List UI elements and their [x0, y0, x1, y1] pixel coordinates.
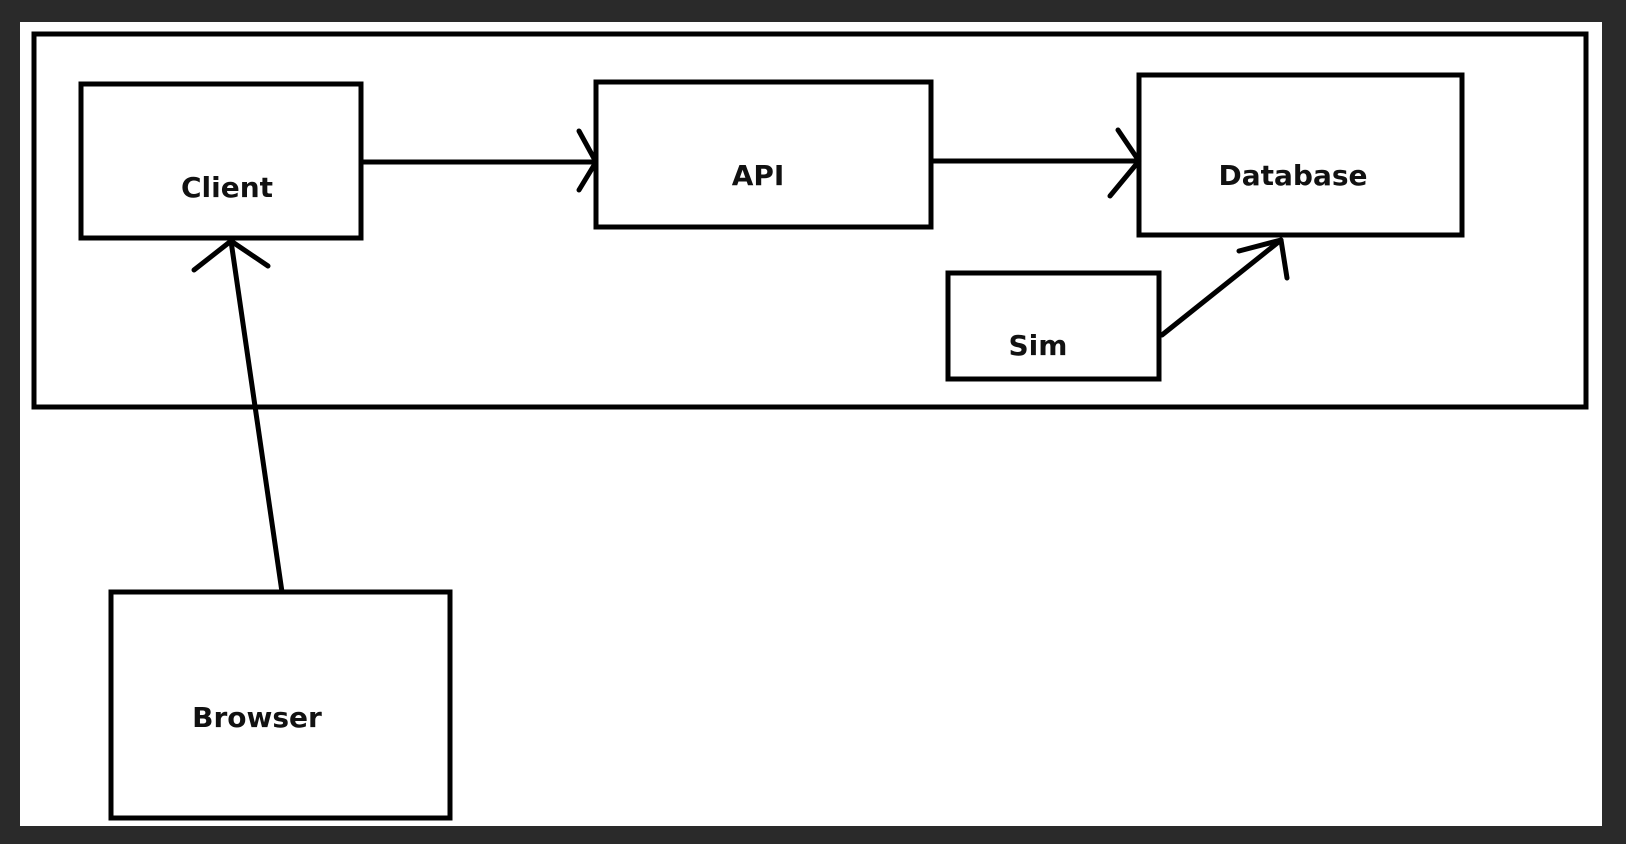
architecture-diagram: Client API Database Sim Browser: [31, 31, 1589, 821]
node-api-box: [593, 79, 934, 230]
node-sim-label: Sim: [1009, 329, 1068, 362]
arrow-browser-to-client: [191, 238, 285, 595]
node-client: Client: [78, 81, 364, 241]
node-client-box: [78, 81, 364, 241]
system-boundary: [31, 31, 1589, 410]
node-api: API: [593, 79, 934, 230]
node-api-label: API: [732, 159, 785, 192]
arrow-browser-to-client-line: [228, 238, 285, 595]
node-sim-box: [945, 270, 1162, 382]
arrow-api-to-database: [928, 127, 1142, 199]
arrow-browser-to-client-head: [191, 238, 271, 273]
arrow-api-to-database-head: [1107, 127, 1142, 199]
arrow-sim-to-database-line: [1159, 237, 1284, 338]
diagram-canvas: Client API Database Sim Browser: [20, 22, 1602, 826]
node-browser: Browser: [108, 589, 453, 821]
arrow-client-to-api: [358, 128, 599, 193]
node-database: Database: [1136, 72, 1465, 238]
arrow-sim-to-database-head: [1236, 237, 1290, 281]
node-sim: Sim: [945, 270, 1162, 382]
node-browser-label: Browser: [192, 701, 322, 734]
arrow-sim-to-database: [1159, 237, 1290, 338]
node-database-box: [1136, 72, 1465, 238]
node-database-label: Database: [1218, 159, 1367, 192]
arrow-client-to-api-head: [576, 128, 599, 193]
node-client-label: Client: [181, 171, 273, 204]
